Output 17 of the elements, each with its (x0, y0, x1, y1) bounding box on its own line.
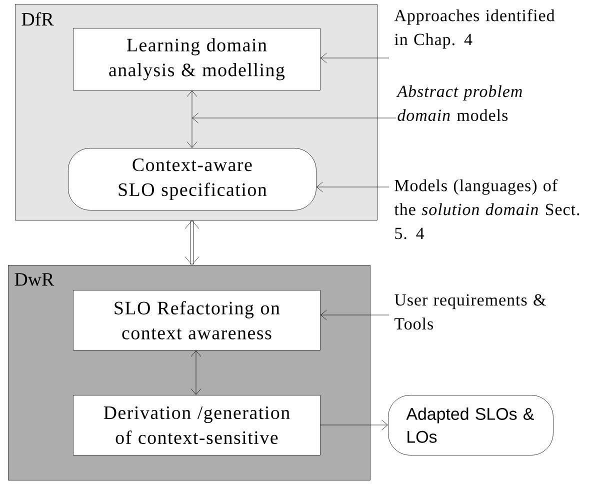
arrow (320, 310, 390, 320)
annotation-text: Approaches identified in Chap. 4 (394, 9, 555, 49)
process-box: SLO Refactoring on context awareness (73, 290, 320, 350)
arrow (316, 182, 390, 192)
double-arrow (184, 220, 200, 265)
arrow (190, 350, 202, 395)
output-box: Adapted SLOs & LOs (388, 395, 554, 456)
annotation-text: User requirements & Tools (394, 294, 546, 330)
arrow (320, 420, 388, 430)
process-box: Derivation /generation of context-sensitive (73, 395, 320, 456)
process-box: Learning domain analysis & modelling (73, 28, 320, 90)
arrow (186, 90, 198, 148)
annotation-text: Abstract problem domain models (396, 85, 522, 122)
arrow (320, 52, 390, 64)
arrow (192, 112, 396, 124)
rounded-box: Context-aware SLO specification (68, 148, 316, 210)
annotation-text: Models (languages) of the solution domain Sect. 5. 4 (394, 179, 580, 240)
